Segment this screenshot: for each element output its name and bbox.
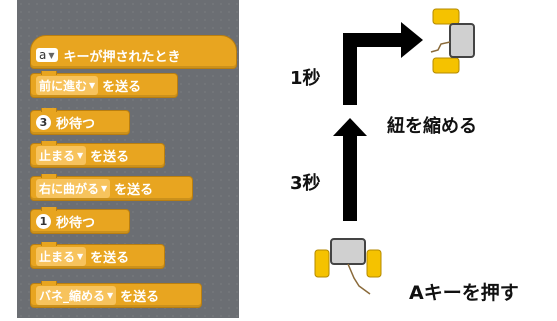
block-label: を送る [120, 290, 160, 305]
label-3-seconds: 3秒 [290, 173, 321, 194]
block-label: を送る [102, 80, 142, 95]
block-label: 秒待つ [56, 117, 96, 132]
message-dropdown[interactable]: 止まる▼ [36, 247, 87, 266]
wait-1-second-block[interactable]: 1 秒待つ [30, 207, 130, 234]
dropdown-arrow-icon: ▼ [107, 291, 114, 300]
key-dropdown[interactable]: a▼ [36, 48, 58, 62]
message-dropdown[interactable]: 前に進む▼ [36, 76, 99, 95]
path-arrows-svg [314, 8, 475, 295]
key-value: a [39, 48, 47, 62]
label-1-second: 1秒 [290, 68, 321, 89]
broadcast-stop-block[interactable]: 止まる▼ を送る [30, 141, 165, 168]
message-value: 止まる [39, 250, 76, 264]
dropdown-arrow-icon: ▼ [77, 151, 84, 160]
broadcast-forward-block[interactable]: 前に進む▼ を送る [30, 71, 178, 98]
message-dropdown[interactable]: 右に曲がる▼ [36, 179, 111, 198]
broadcast-turn-right-block[interactable]: 右に曲がる▼ を送る [30, 174, 193, 201]
broadcast-stop-block-2[interactable]: 止まる▼ を送る [30, 242, 165, 269]
label-shrink-string: 紐を縮める [387, 116, 477, 137]
message-value: バネ_縮める [39, 289, 106, 303]
block-label: を送る [90, 251, 130, 266]
hat-label: キーが押されたとき [63, 49, 181, 65]
wait-3-seconds-block[interactable]: 3 秒待つ [30, 108, 130, 135]
scratch-script-area: a▼ キーが押されたとき 前に進む▼ を送る 3 秒待つ 止まる▼ を送る 右に… [17, 0, 239, 318]
dropdown-arrow-icon: ▼ [101, 184, 108, 193]
label-press-a-key: Aキーを押す [409, 282, 519, 304]
message-dropdown[interactable]: 止まる▼ [36, 146, 87, 165]
message-value: 止まる [39, 149, 76, 163]
robot-icon-bottom [314, 238, 382, 295]
message-value: 右に曲がる [39, 182, 100, 196]
block-label: を送る [90, 150, 130, 165]
dropdown-arrow-icon: ▼ [48, 50, 55, 60]
message-value: 前に進む [39, 79, 88, 93]
broadcast-spring-shrink-block[interactable]: バネ_縮める▼ を送る [30, 281, 202, 308]
right-turn-arrow [343, 22, 423, 105]
seconds-input[interactable]: 1 [36, 214, 51, 229]
up-arrow [333, 118, 367, 221]
block-label: 秒待つ [56, 216, 96, 231]
dropdown-arrow-icon: ▼ [89, 81, 96, 90]
robot-icon-top [430, 8, 475, 74]
block-label: を送る [114, 183, 154, 198]
robot-path-diagram: 1秒 紐を縮める 3秒 Aキーを押す [245, 0, 557, 321]
message-dropdown[interactable]: バネ_縮める▼ [36, 286, 117, 305]
seconds-input[interactable]: 3 [36, 115, 51, 130]
dropdown-arrow-icon: ▼ [77, 252, 84, 261]
when-key-pressed-hat-block[interactable]: a▼ キーが押されたとき [30, 35, 237, 69]
